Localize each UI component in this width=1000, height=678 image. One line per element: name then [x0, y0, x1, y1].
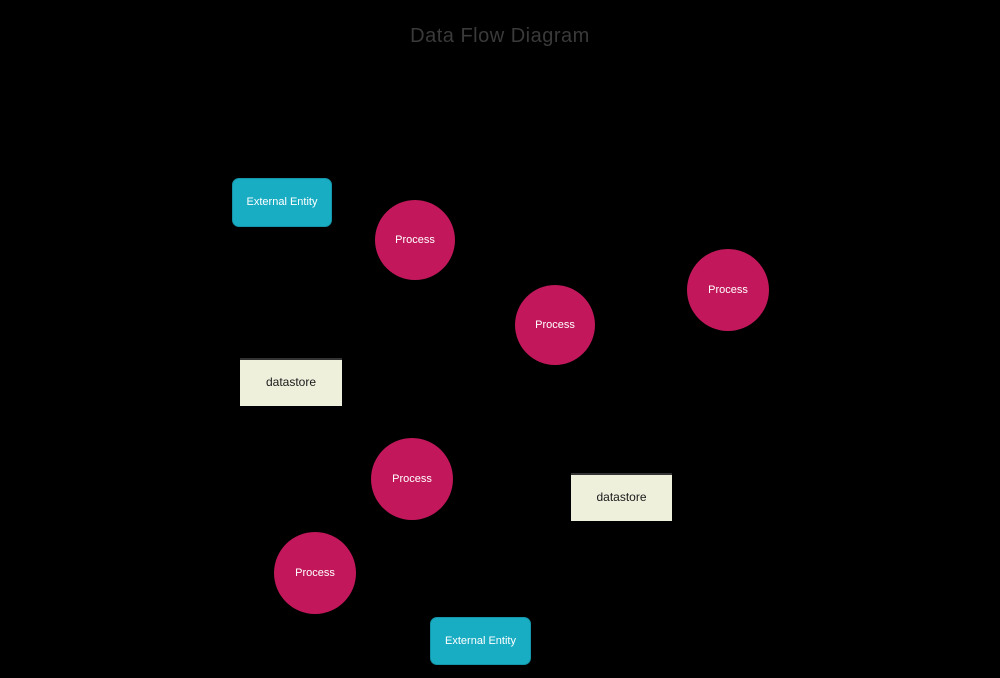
node-label: datastore	[265, 375, 317, 390]
node-label: Process	[395, 233, 435, 246]
node-label: Process	[295, 566, 335, 579]
process-3[interactable]: Process	[515, 285, 595, 365]
node-label: External Entity	[246, 196, 318, 209]
process-4[interactable]: Process	[371, 438, 453, 520]
datastore-1[interactable]: datastore	[240, 358, 342, 406]
process-1[interactable]: Process	[375, 200, 455, 280]
node-label: Process	[535, 318, 575, 331]
datastore-2[interactable]: datastore	[571, 473, 672, 521]
external-entity-2[interactable]: External Entity	[430, 617, 531, 665]
process-2[interactable]: Process	[687, 249, 769, 331]
node-label: Process	[708, 283, 748, 296]
node-label: External Entity	[445, 634, 516, 647]
external-entity-1[interactable]: External Entity	[232, 178, 332, 227]
node-label: datastore	[596, 490, 647, 505]
node-label: Process	[392, 472, 432, 485]
process-5[interactable]: Process	[274, 532, 356, 614]
diagram-title: Data Flow Diagram	[410, 25, 590, 47]
